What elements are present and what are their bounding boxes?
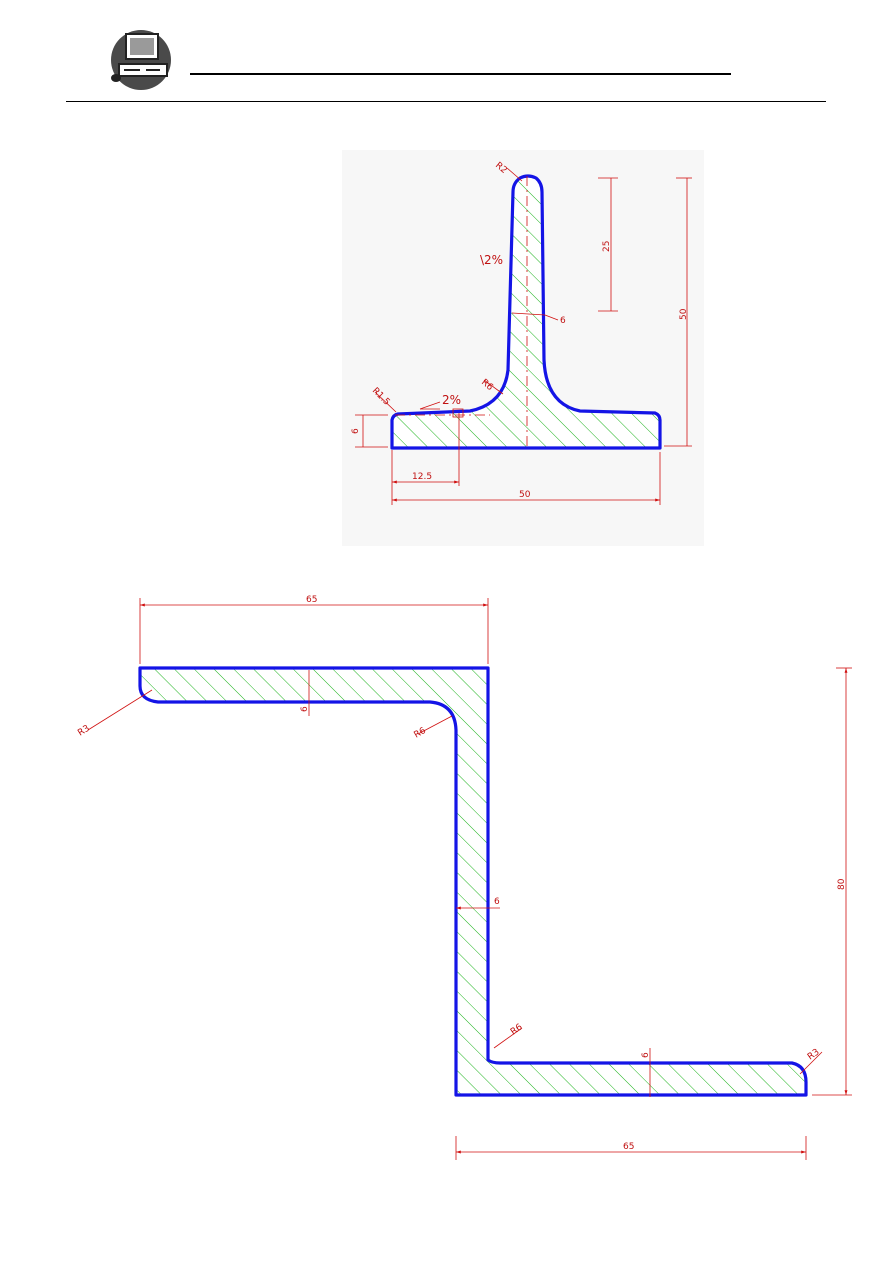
web-thickness-line: [511, 312, 546, 316]
bottom-thickness-label: 6: [641, 1052, 651, 1058]
radius-top-root-label: R6: [413, 726, 429, 741]
radius-top-root-leader: [417, 715, 453, 735]
z-profile: [138, 666, 808, 1097]
web-thickness-leader: [544, 314, 559, 321]
radius-toe-leader: [374, 391, 397, 413]
slope-web-label: \2%: [480, 253, 503, 267]
tee-profile: [390, 174, 662, 450]
header-rule-lower: [66, 101, 826, 102]
bottom-width-label: 65: [623, 1142, 634, 1152]
z-section: 65 R3 6 R6 6 80 R6 6: [76, 595, 852, 1160]
radius-bottom-toe-label: R3: [806, 1047, 822, 1062]
top-width-label: 65: [306, 595, 317, 605]
slope-flange-symbol: [419, 401, 441, 410]
radius-bottom-toe-leader: [799, 1051, 823, 1075]
flange-reference-marker: [452, 408, 464, 418]
radius-top-leader: [506, 167, 523, 182]
flange-thickness-label: 6: [351, 428, 361, 434]
web-upper-label: 25: [602, 241, 612, 252]
header-rule-upper: [190, 73, 731, 75]
height-label: 80: [837, 878, 847, 890]
web-thickness-label: 6: [560, 316, 566, 326]
top-thickness-label: 6: [300, 706, 310, 712]
radius-top-toe-leader: [87, 689, 153, 731]
radius-root-label: R6: [479, 378, 495, 394]
slope-flange-label: 2%: [442, 393, 461, 407]
flange-offset-label: 12.5: [412, 472, 432, 482]
tee-section: R2 \2% 6 25 50 R6 R1.5: [351, 161, 692, 505]
radius-root-leader: [483, 379, 504, 395]
radius-top-label: R2: [493, 161, 509, 176]
radius-top-toe-label: R3: [76, 724, 91, 739]
web-thickness-label: 6: [494, 897, 500, 907]
computer-icon: [111, 30, 171, 90]
radius-bottom-root-leader: [493, 1027, 523, 1049]
width-label: 50: [519, 490, 531, 500]
height-label: 50: [679, 308, 689, 320]
